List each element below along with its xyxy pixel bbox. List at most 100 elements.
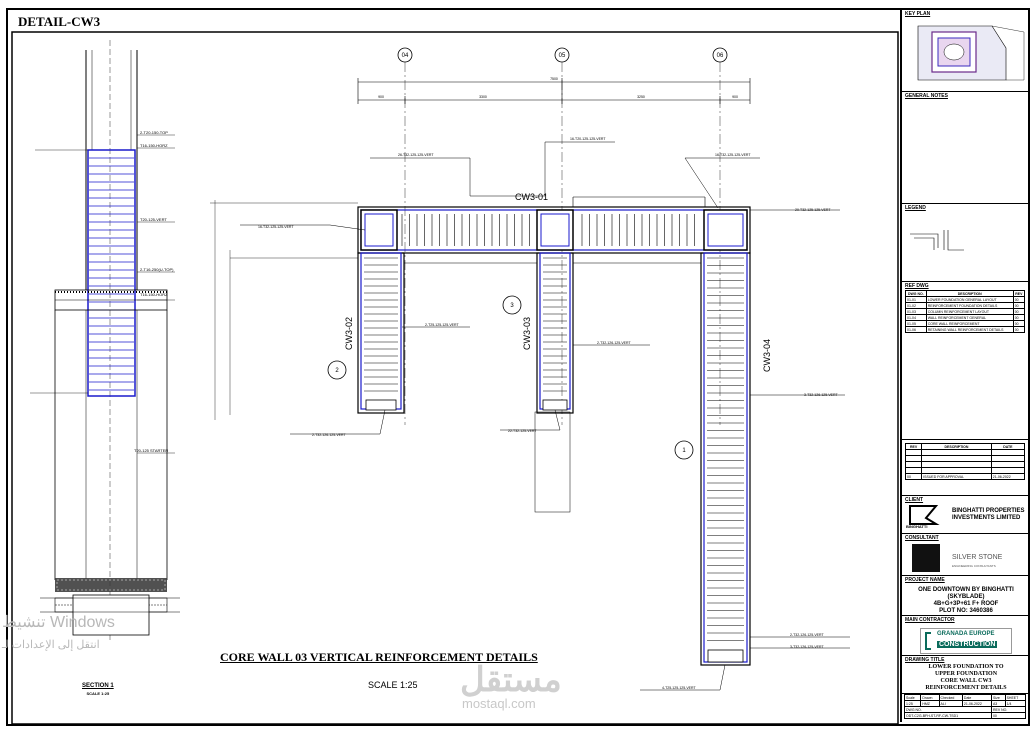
callout-labels: 2 3 1 — [335, 303, 686, 454]
plan-note: 4-T25-125-125-VERT — [662, 686, 696, 690]
drawing-frame — [11, 31, 899, 725]
ref-cell: 01-06 — [905, 326, 927, 333]
key-plan-label: KEY PLAN — [905, 11, 931, 17]
section-callouts — [327, 295, 694, 460]
client-label: CLIENT — [905, 497, 924, 503]
consultant-label: CONSULTANT — [905, 535, 939, 541]
drawing-scale: SCALE 1:25 — [368, 680, 418, 690]
plan-notes: 26-T32-125-125-VERT 16-T20-125-125-VERT … — [258, 137, 838, 690]
rev-cell: ISSUED FOR APPROVAL — [921, 473, 992, 480]
plan-note: 2-T32-126-125-VERT — [597, 341, 631, 345]
drawing-title-cell: DRAWING TITLE LOWER FOUNDATION TO UPPER … — [902, 656, 1030, 694]
grid-label: 05 — [559, 53, 566, 59]
meta-table: Scale Drawn Checked Date Size SHEET 1:25… — [903, 694, 1027, 719]
plan-note: 20-T32-125-125-VERT — [795, 208, 831, 212]
wall-tags: CW3-01 CW3-02 CW3-03 CW3-04 — [344, 192, 772, 372]
dimension-lines — [357, 78, 751, 104]
dimension-texts: 7500 900 3300 3250 900 — [378, 77, 738, 99]
ref-label: REF DWG — [905, 283, 929, 289]
rev-cell: 00 — [904, 473, 923, 480]
section-note: 2-T16-250(U-TOP) — [140, 267, 174, 272]
plan-note: 16-T32-125-125-VERT — [258, 225, 294, 229]
section-label: SECTION 1 SCALE 1:25 — [82, 683, 114, 697]
plan-note: 26-T32-125-125-VERT — [398, 153, 434, 157]
title-block: KEY PLAN GENERAL NOTES LEGEND REF DWG DW… — [900, 10, 1030, 722]
contractor-name: GRANADA EUROPE — [937, 631, 995, 637]
general-notes-cell: GENERAL NOTES — [902, 92, 1030, 204]
granada-mark — [925, 632, 931, 650]
client-cell: CLIENT BINGHATTI BINGHATTI PROPERTIES IN… — [902, 496, 1030, 534]
section-note: T20-125-VERT — [140, 217, 167, 222]
rev-cell: 21-06-2022 — [990, 473, 1026, 480]
section-note: 2-T20-150-TOP — [140, 130, 168, 135]
plan-note: 2-T32-126-125-VERT — [790, 633, 824, 637]
drawing-title-line: CORE WALL CW3 — [940, 678, 992, 684]
section-note: T16-150-HORZ — [140, 143, 168, 148]
dim-text: 900 — [378, 95, 384, 99]
plan-note: 16-T20-125-125-VERT — [570, 137, 606, 141]
client-logo-text: BINGHATTI — [906, 524, 928, 529]
plan-note: 2-T25-125-125-VERT — [425, 323, 459, 327]
plan-note: 3-T32-126-125-VERT — [790, 645, 824, 649]
ref-cell: RETAINING WALL REINFORCEMENT DETAILS — [925, 326, 1014, 333]
grid-bubble-labels: 04 05 06 — [402, 53, 724, 59]
wall-tag-cw2: CW3-02 — [344, 317, 354, 350]
key-plan-cell: KEY PLAN — [902, 10, 1030, 92]
legend-cell: LEGEND — [902, 204, 1030, 282]
dim-text: 900 — [732, 95, 738, 99]
dim-text: 3300 — [479, 95, 487, 99]
meta-cell: Scale Drawn Checked Date Size SHEET 1:25… — [902, 694, 1030, 722]
plan-note: 22-T32-125-VERT — [508, 429, 537, 433]
section-note: T20-125 STARTER — [134, 448, 168, 453]
leader-lines — [240, 141, 850, 691]
plan-note: 16-T32-125-125-VERT — [715, 153, 751, 157]
detail-title: DETAIL-CW3 — [18, 14, 101, 29]
binghatti-logo — [909, 505, 940, 525]
brand-watermark: مستقل — [460, 661, 562, 699]
drawing-title-line: UPPER FOUNDATION — [934, 671, 998, 677]
ref-cell: 00 — [1012, 326, 1026, 333]
dim-text: 3250 — [637, 95, 645, 99]
wall-tag-cw1: CW3-01 — [515, 192, 548, 202]
grid-label: 06 — [717, 53, 724, 59]
drawing-title-label: DRAWING TITLE — [905, 657, 945, 663]
plan-note: 2-T32-126-125-VERT — [312, 433, 346, 437]
drawing-title-line: LOWER FOUNDATION TO — [928, 664, 1004, 670]
section-1-notes: 2-T20-150-TOP T16-150-HORZ T20-125-VERT … — [134, 130, 174, 453]
callout-label: 1 — [682, 448, 686, 454]
dim-total: 7500 — [550, 77, 558, 81]
project-line: ONE DOWNTOWN BY BINGHATTI (SKYBLADE) — [918, 587, 1014, 600]
drawing-sheet — [6, 8, 1030, 726]
contractor-label: MAIN CONTRACTOR — [905, 617, 955, 623]
contractor-sub: CONSTRUCTION — [937, 641, 998, 648]
project-label: PROJECT NAME — [905, 577, 945, 583]
consultant-cell: CONSULTANT SILVER STONE ENGINEERING CONS… — [902, 534, 1030, 576]
grid-lines — [397, 47, 728, 425]
legend-label: LEGEND — [905, 205, 926, 211]
legend-symbol — [910, 230, 964, 251]
drawing-title-line: REINFORCEMENT DETAILS — [925, 685, 1007, 691]
section-scale: SCALE 1:25 — [86, 691, 110, 696]
consultant-sub: ENGINEERING CONSULTANTS — [952, 564, 996, 568]
drawing-main-title: CORE WALL 03 VERTICAL REINFORCEMENT DETA… — [220, 650, 538, 664]
project-line: PLOT NO: 3460386 — [939, 608, 993, 614]
wall-tag-cw4: CW3-04 — [762, 339, 772, 372]
contractor-cell: MAIN CONTRACTOR GRANADA EUROPE CONSTRUCT… — [902, 616, 1030, 656]
consultant-name: SILVER STONE — [952, 554, 1003, 561]
project-line: 4B+G+3P+61 F+ ROOF — [933, 601, 999, 607]
grid-label: 04 — [402, 53, 409, 59]
section-title: SECTION 1 — [82, 683, 114, 689]
wall-tag-cw3: CW3-03 — [522, 317, 532, 350]
project-cell: PROJECT NAME ONE DOWNTOWN BY BINGHATTI (… — [902, 576, 1030, 616]
core-wall-plan — [210, 196, 751, 666]
brand-watermark-url: mostaql.com — [462, 696, 536, 711]
general-notes-label: GENERAL NOTES — [905, 93, 948, 99]
plan-note: 3-T32-126-125-VERT — [804, 393, 838, 397]
client-name: BINGHATTI PROPERTIES INVESTMENTS LIMITED — [952, 508, 1025, 521]
callout-label: 2 — [335, 368, 339, 374]
